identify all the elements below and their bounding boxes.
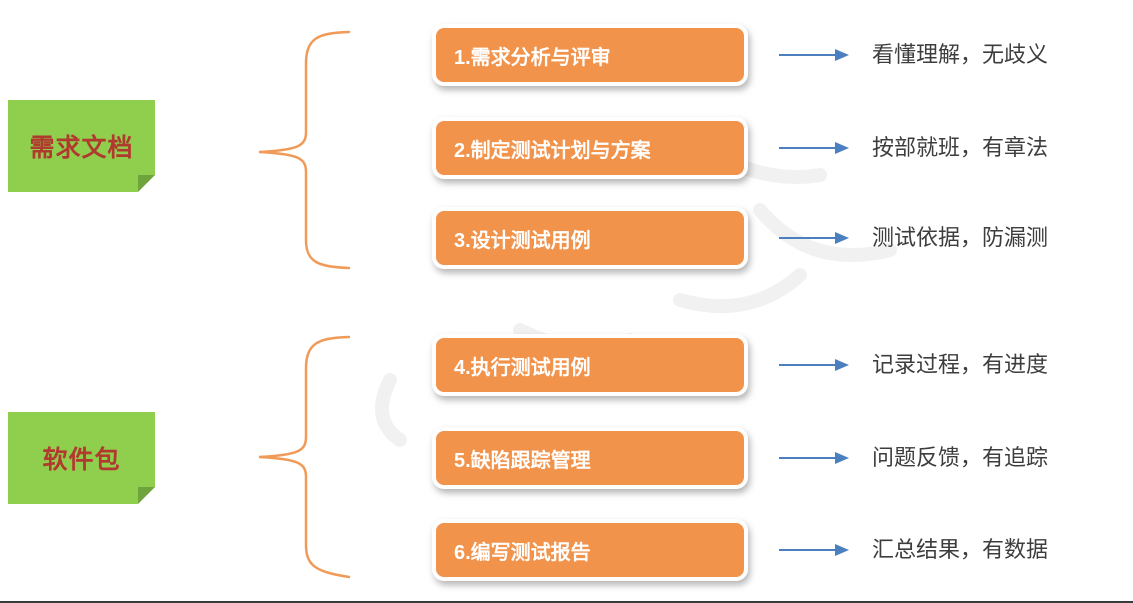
step-label: 2.制定测试计划与方案 <box>454 139 651 162</box>
arrow-right-icon <box>779 142 849 154</box>
arrow-right-icon <box>779 232 849 244</box>
step-box-3: 3.设计测试用例 <box>432 207 748 269</box>
arrow-right-icon <box>779 359 849 371</box>
result-label-3: 测试依据，防漏测 <box>872 225 1049 250</box>
folded-corner-icon <box>138 175 155 192</box>
arrow-right-icon <box>779 49 849 61</box>
result-label-1: 看懂理解，无歧义 <box>872 42 1049 67</box>
folded-corner-icon <box>138 487 155 504</box>
step-box-6: 6.编写测试报告 <box>432 519 748 581</box>
result-label-2: 按部就班，有章法 <box>872 135 1049 160</box>
step-label: 5.缺陷跟踪管理 <box>454 449 591 472</box>
brace-group-1 <box>258 30 351 579</box>
source-note-software-package: 软件包 <box>8 412 155 504</box>
arrow-right-icon <box>779 452 849 464</box>
result-label-4: 记录过程，有进度 <box>872 352 1049 377</box>
step-label: 3.设计测试用例 <box>454 229 591 252</box>
curly-brace-bottom <box>258 335 351 579</box>
bottom-border-line <box>0 601 1133 603</box>
step-box-4: 4.执行测试用例 <box>432 334 748 396</box>
curly-brace-top <box>258 30 351 270</box>
result-label-6: 汇总结果，有数据 <box>872 537 1049 562</box>
result-label-5: 问题反馈，有追踪 <box>872 445 1049 470</box>
source-note-label: 需求文档 <box>29 134 134 162</box>
step-label: 1.需求分析与评审 <box>454 46 611 69</box>
arrow-right-icon <box>779 544 849 556</box>
source-note-label: 软件包 <box>42 446 121 474</box>
step-label: 4.执行测试用例 <box>454 356 591 379</box>
step-box-5: 5.缺陷跟踪管理 <box>432 427 748 489</box>
step-box-2: 2.制定测试计划与方案 <box>432 117 748 179</box>
step-label: 6.编写测试报告 <box>454 541 591 564</box>
source-note-requirements: 需求文档 <box>8 100 155 192</box>
step-box-1: 1.需求分析与评审 <box>432 24 748 86</box>
